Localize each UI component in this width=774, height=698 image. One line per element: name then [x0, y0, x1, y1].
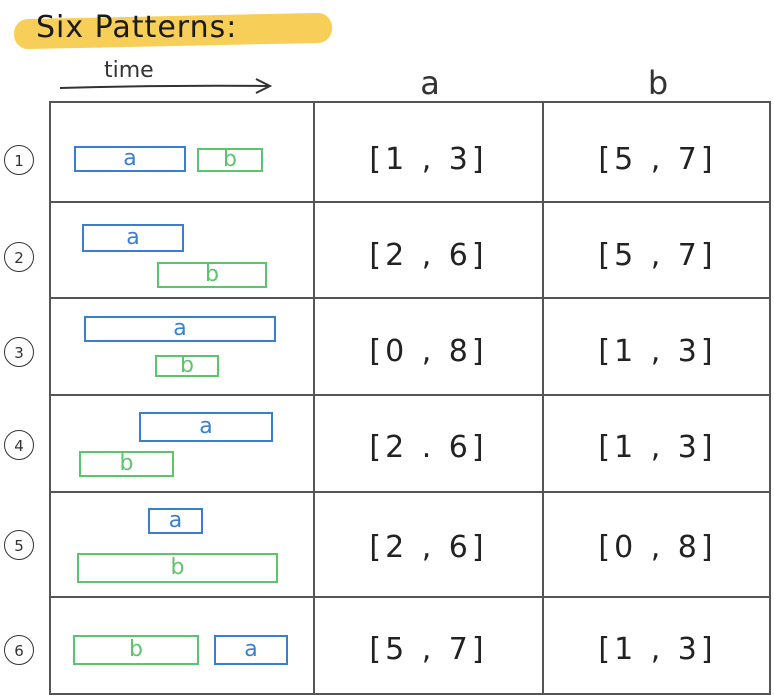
interval-a-row-3: [0 , 8]	[369, 334, 488, 369]
interval-a-row-2: [2 , 6]	[369, 238, 488, 273]
column-header-a: a	[420, 64, 440, 102]
bar-a-row-2: a	[82, 224, 184, 252]
interval-b-row-6: [1 , 3]	[598, 632, 717, 667]
title-block: Six Patterns:	[8, 6, 338, 52]
bar-a-row-1: a	[74, 146, 186, 172]
bar-b-row-3: b	[155, 355, 219, 377]
column-header-b: b	[647, 64, 669, 102]
time-label: time	[104, 58, 154, 83]
interval-b-row-5: [0 , 8]	[598, 530, 717, 565]
interval-b-row-3: [1 , 3]	[598, 334, 717, 369]
page-title: Six Patterns:	[36, 10, 238, 45]
bar-a-row-5: a	[148, 508, 203, 534]
bar-b-row-4: b	[79, 451, 174, 477]
interval-a-row-5: [2 , 6]	[369, 530, 488, 565]
bar-b-row-2: b	[157, 262, 267, 288]
row-number-6: 6	[4, 635, 34, 665]
interval-b-row-2: [5 , 7]	[598, 238, 717, 273]
bar-b-row-1: b	[197, 148, 263, 172]
interval-a-row-4: [2 . 6]	[369, 430, 488, 465]
bar-a-row-4: a	[139, 412, 273, 442]
time-arrow-icon	[59, 78, 273, 94]
interval-b-row-4: [1 , 3]	[598, 430, 717, 465]
interval-b-row-1: [5 , 7]	[598, 142, 717, 177]
bar-b-row-5: b	[77, 553, 278, 583]
row-number-4: 4	[4, 430, 34, 460]
interval-a-row-1: [1 , 3]	[369, 142, 488, 177]
row-number-1: 1	[4, 145, 34, 175]
interval-a-row-6: [5 , 7]	[369, 632, 488, 667]
bar-b-row-6: b	[73, 635, 199, 665]
row-number-3: 3	[4, 337, 34, 367]
bar-a-row-6: a	[214, 635, 288, 665]
row-number-5: 5	[4, 530, 34, 560]
row-number-2: 2	[4, 242, 34, 272]
bar-a-row-3: a	[84, 316, 276, 342]
